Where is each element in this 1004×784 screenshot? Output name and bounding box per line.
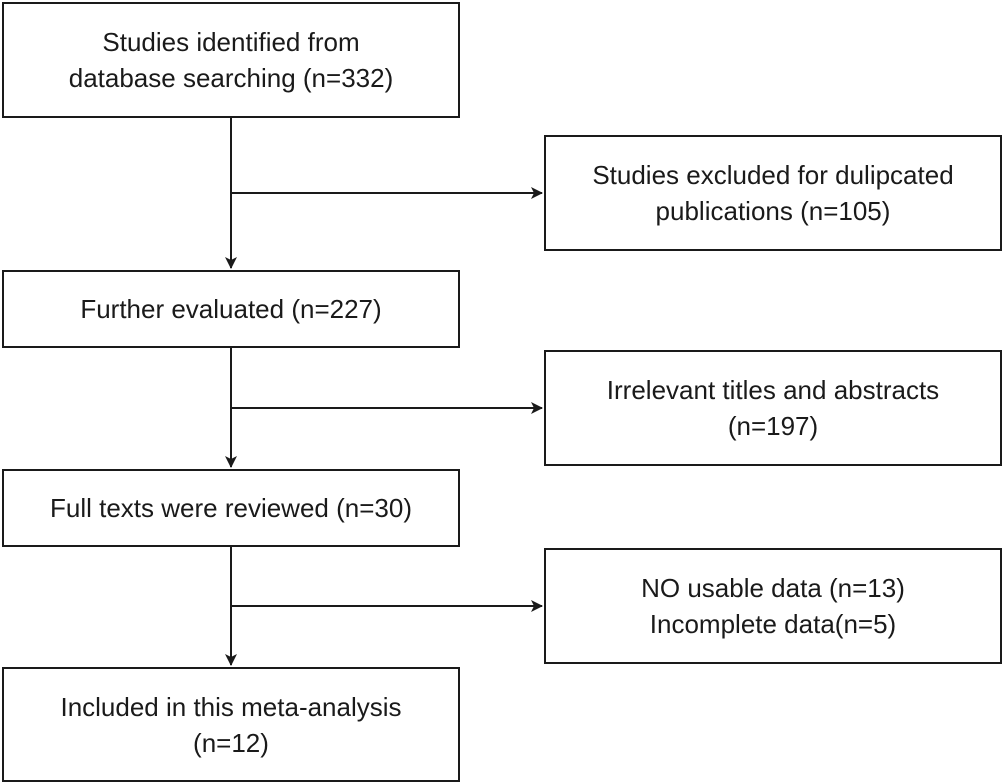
nodata-line-2: Incomplete data(n=5) bbox=[649, 609, 897, 639]
fulltext-reviewed-box: Full texts were reviewed (n=30) bbox=[2, 469, 460, 547]
irrelevant-line-1: Irrelevant titles and abstracts bbox=[606, 375, 940, 405]
fulltext-line-1: Full texts were reviewed (n=30) bbox=[50, 493, 412, 523]
duplicates-line-2: publications (n=105) bbox=[655, 196, 891, 226]
identified-line-1: Studies identified from bbox=[102, 27, 360, 57]
irrelevant-excluded-box: Irrelevant titles and abstracts (n=197) bbox=[544, 350, 1002, 466]
identified-line-2: database searching (n=332) bbox=[68, 63, 394, 93]
further-evaluated-box: Further evaluated (n=227) bbox=[2, 270, 460, 348]
identified-box: Studies identified from database searchi… bbox=[2, 2, 460, 118]
included-box: Included in this meta-analysis (n=12) bbox=[2, 667, 460, 782]
duplicates-line-1: Studies excluded for dulipcated bbox=[592, 160, 954, 190]
included-line-2: (n=12) bbox=[193, 727, 269, 758]
included-line-1: Included in this meta-analysis bbox=[60, 691, 402, 722]
no-usable-data-box: NO usable data (n=13) Incomplete data(n=… bbox=[544, 548, 1002, 664]
irrelevant-line-2: (n=197) bbox=[727, 411, 819, 441]
further-line-1: Further evaluated (n=227) bbox=[80, 294, 382, 324]
duplicates-excluded-box: Studies excluded for dulipcated publicat… bbox=[544, 135, 1002, 251]
nodata-line-1: NO usable data (n=13) bbox=[641, 573, 905, 603]
